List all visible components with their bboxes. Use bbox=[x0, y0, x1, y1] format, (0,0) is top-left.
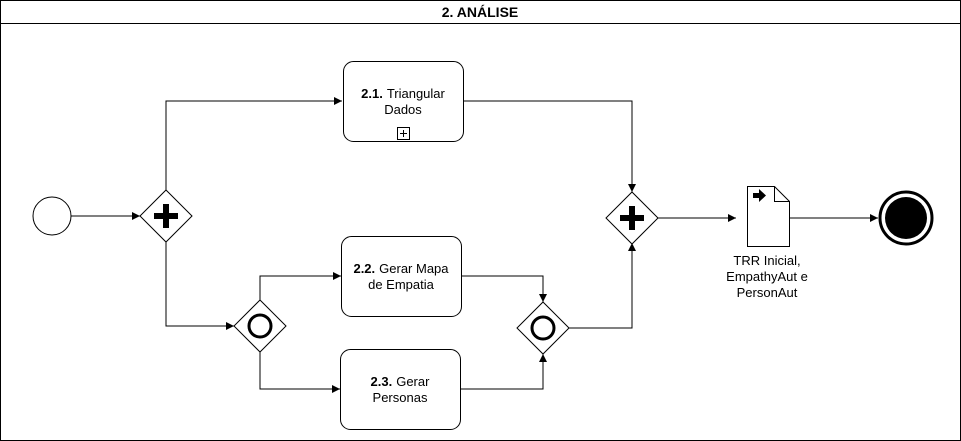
flow-split-to-inclusive-split bbox=[165, 242, 234, 330]
parallel-gateway-icon bbox=[154, 204, 178, 228]
task-2-1-label-line1: Triangular bbox=[387, 86, 446, 101]
task-2-3[interactable]: 2.3.Gerar Personas bbox=[340, 349, 461, 430]
task-2-3-number: 2.3. bbox=[371, 374, 393, 389]
flow-inclusive-split-to-t23 bbox=[259, 352, 340, 393]
task-2-2-label-line1: Gerar Mapa bbox=[379, 261, 449, 276]
task-2-2-number: 2.2. bbox=[353, 261, 375, 276]
start-event[interactable] bbox=[32, 196, 72, 236]
flow-split-to-t21 bbox=[165, 97, 342, 190]
task-2-2[interactable]: 2.2. Gerar Mapa de Empatia bbox=[341, 236, 462, 317]
task-2-3-label-line1: Gerar bbox=[396, 374, 430, 389]
svg-text:2.1.Triangular: 2.1. Triangular bbox=[361, 86, 445, 101]
task-2-3-label-line2: Personas bbox=[373, 390, 428, 405]
artifact-label-line3: PersonAut bbox=[737, 285, 798, 300]
sequence-flows bbox=[71, 97, 878, 393]
flow-inclusive-split-to-t22 bbox=[259, 272, 341, 300]
task-2-1[interactable]: 2.1. Triangular Dados bbox=[343, 61, 464, 142]
task-2-1-number: 2.1. bbox=[361, 86, 383, 101]
data-output-artifact[interactable]: TRR Inicial, EmpathyAut e PersonAut bbox=[726, 186, 808, 301]
subprocess-expand-icon[interactable] bbox=[397, 127, 410, 140]
parallel-gateway-icon bbox=[620, 206, 644, 230]
flow-t21-to-parallel-join bbox=[464, 100, 636, 192]
task-2-1-label-line2: Dados bbox=[384, 102, 422, 117]
parallel-split-gateway[interactable] bbox=[139, 189, 193, 243]
inclusive-gateway-icon bbox=[247, 313, 273, 339]
svg-text:2.3.Gerar: 2.3.Gerar bbox=[371, 374, 431, 389]
artifact-label-line1: TRR Inicial, bbox=[733, 253, 800, 268]
flow-t23-to-inclusive-join bbox=[460, 354, 547, 390]
inclusive-split-gateway[interactable] bbox=[233, 299, 287, 353]
flow-inclusive-join-to-parallel-join bbox=[569, 243, 636, 329]
svg-text:2.2.Gerar Mapa: 2.2. Gerar Mapa bbox=[353, 261, 449, 276]
end-event[interactable] bbox=[878, 190, 934, 246]
task-2-2-label-line2: de Empatia bbox=[368, 277, 435, 292]
inclusive-gateway-icon bbox=[530, 315, 556, 341]
parallel-join-gateway[interactable] bbox=[605, 191, 659, 245]
flow-t22-to-inclusive-join bbox=[462, 275, 547, 302]
inclusive-join-gateway[interactable] bbox=[516, 301, 570, 355]
artifact-label-line2: EmpathyAut e bbox=[726, 269, 808, 284]
pool-title: 2. ANÁLISE bbox=[442, 4, 519, 20]
data-output-arrow-icon bbox=[753, 189, 766, 202]
